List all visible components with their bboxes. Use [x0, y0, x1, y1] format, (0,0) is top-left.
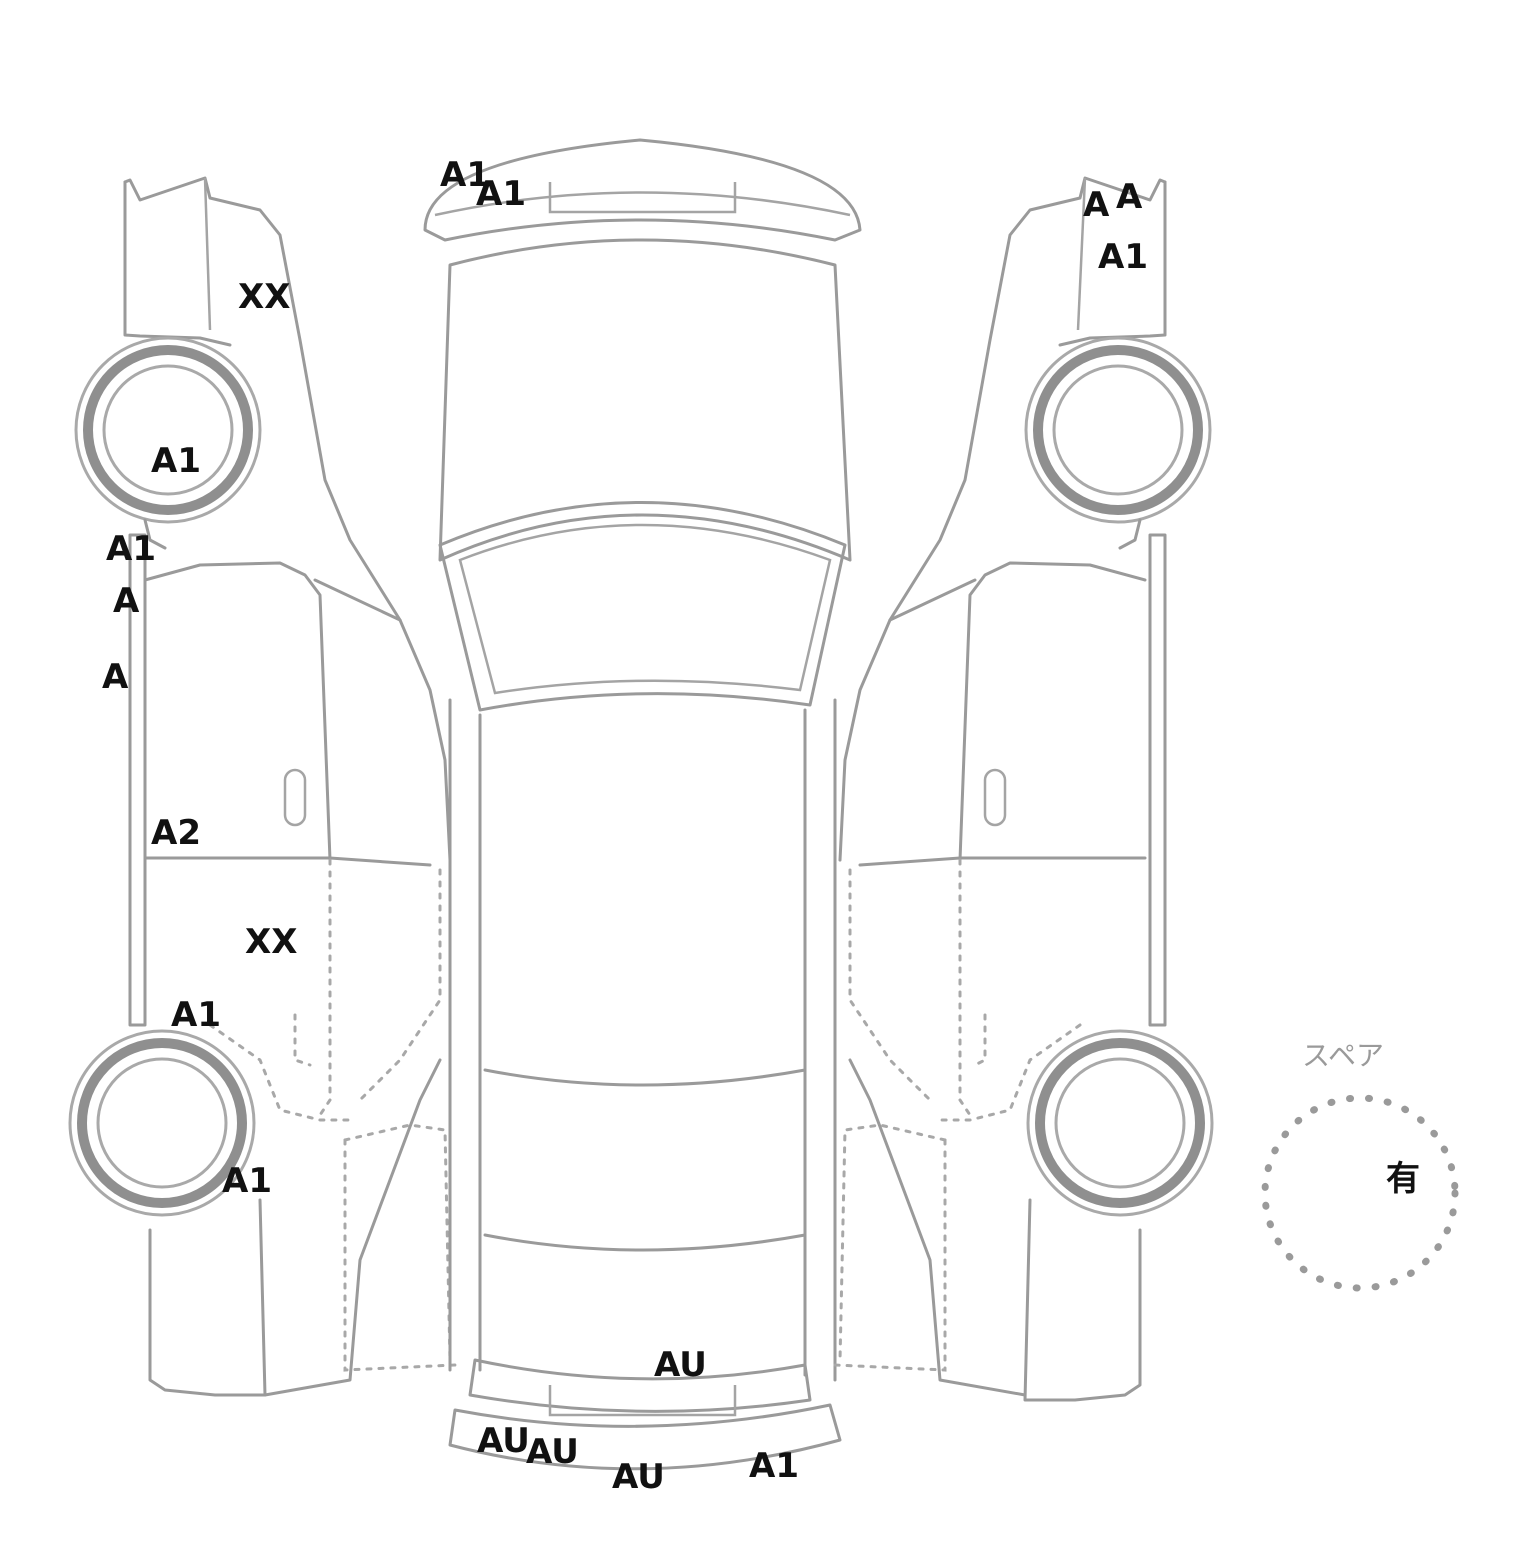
right-door-outline — [958, 561, 1147, 862]
right-front-fender-outline — [838, 176, 1167, 862]
windshield-outline — [438, 501, 847, 712]
left-side-view — [68, 176, 457, 1397]
condition-mark: AU — [477, 1421, 530, 1461]
condition-mark: A — [102, 657, 129, 697]
hood-outline — [438, 238, 852, 562]
right-front-wheel — [1024, 336, 1212, 524]
condition-mark: A2 — [151, 813, 201, 853]
right-side-view — [833, 176, 1214, 1402]
condition-mark: XX — [238, 277, 290, 317]
condition-mark: A1 — [171, 995, 221, 1035]
spare-value: 有 — [1386, 1159, 1420, 1199]
condition-marks: A1 A1 A A A1 XX A1 A1 A A A2 XX A1 A1 AU… — [102, 155, 1148, 1497]
condition-mark: A1 — [476, 174, 526, 214]
left-front-wheel — [74, 336, 262, 524]
condition-mark: A1 — [222, 1161, 272, 1201]
front-bumper-outline — [423, 138, 862, 242]
condition-mark: A1 — [106, 529, 156, 569]
condition-mark: A1 — [151, 441, 201, 481]
condition-mark: A — [1083, 185, 1110, 225]
spare-tire: スペア 有 — [1261, 1039, 1459, 1292]
condition-mark: AU — [654, 1345, 707, 1385]
top-view — [423, 138, 862, 1471]
left-front-fender-outline — [123, 176, 452, 862]
condition-mark: AU — [612, 1457, 665, 1497]
trunk-outline — [468, 1358, 812, 1413]
left-rear-wheel — [68, 1029, 256, 1217]
condition-mark: XX — [245, 922, 297, 962]
right-rear-wheel — [1026, 1029, 1214, 1217]
condition-mark: A1 — [749, 1446, 799, 1486]
rear-bumper-outline — [448, 1403, 842, 1471]
condition-mark: AU — [526, 1432, 579, 1472]
spare-label: スペア — [1302, 1039, 1384, 1072]
spare-tire-icon — [1261, 1094, 1459, 1292]
condition-mark: A — [113, 581, 140, 621]
left-door-outline — [143, 561, 332, 862]
condition-mark: A1 — [440, 155, 490, 195]
condition-mark: A1 — [1098, 237, 1148, 277]
condition-mark: A — [1116, 177, 1143, 217]
